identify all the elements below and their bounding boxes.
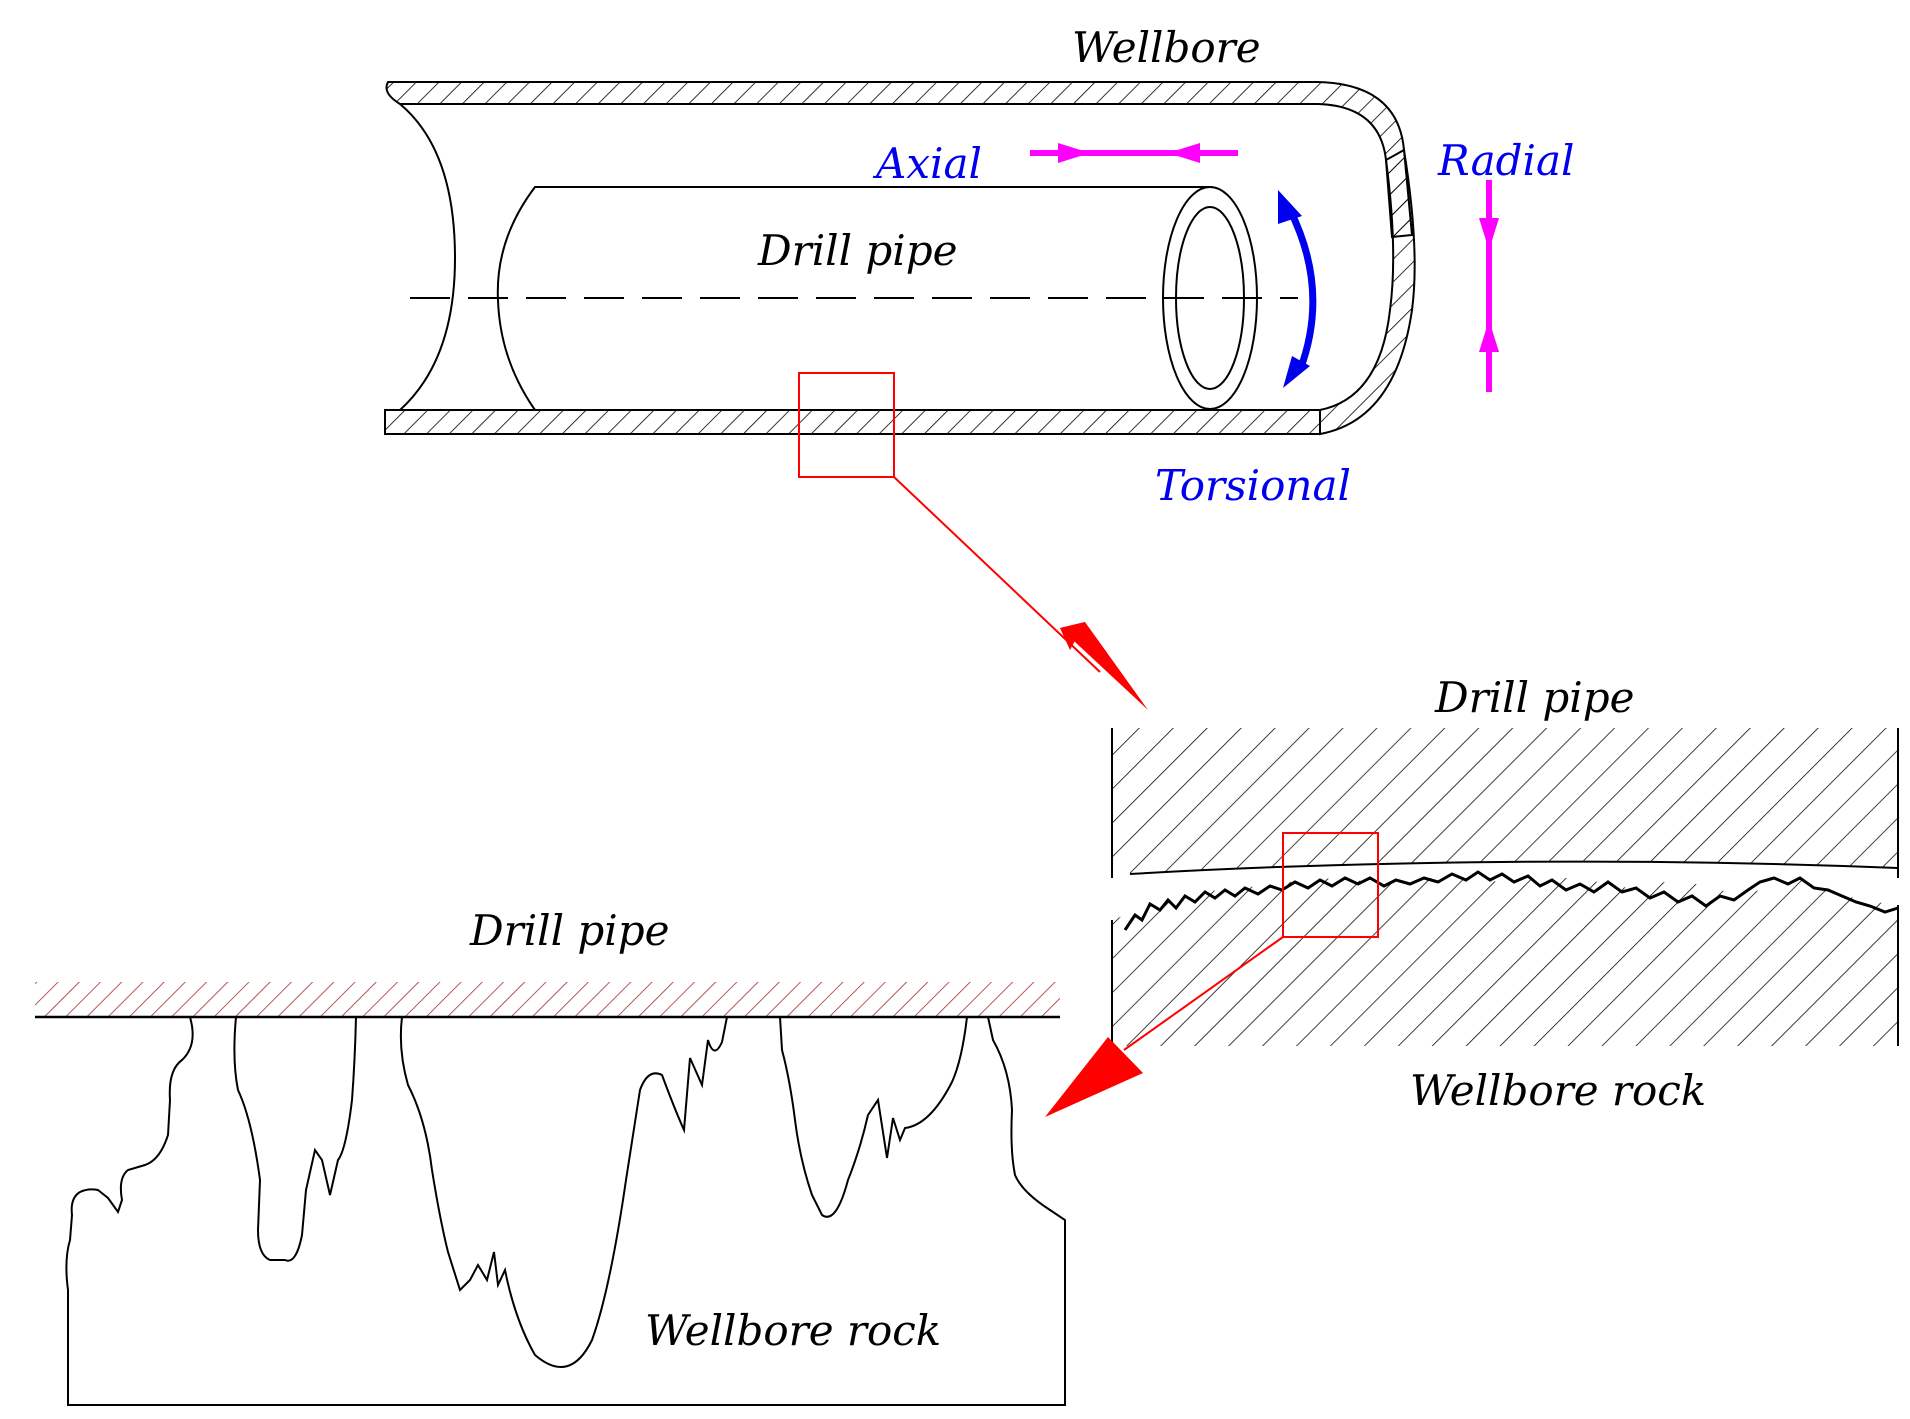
drill-pipe-label-mid: Drill pipe — [1434, 673, 1634, 722]
torsional-label: Torsional — [1155, 461, 1351, 510]
rock-surface-profile — [1123, 870, 1899, 931]
radial-label: Radial — [1437, 136, 1574, 185]
wellbore-rock-label-mid: Wellbore rock — [1410, 1066, 1706, 1115]
wellbore-top-wall — [385, 81, 1414, 239]
radial-arrow — [1479, 180, 1499, 392]
wellbore-label: Wellbore — [1072, 23, 1261, 72]
wellbore-opening — [399, 103, 457, 411]
wellbore-bottom-wall — [384, 409, 1321, 435]
drill-pipe-body — [496, 186, 1210, 411]
magnified-contact — [1111, 728, 1899, 1046]
wellbore-section — [384, 81, 1416, 436]
zoom-arrow-1 — [893, 476, 1148, 710]
wellbore-rock-profile — [65, 1016, 1066, 1406]
zoom-arrow-2 — [1045, 936, 1284, 1117]
asperity-detail — [35, 982, 1066, 1406]
zoom-box-2 — [1282, 832, 1379, 938]
wellbore-rock-label-bottom: Wellbore rock — [645, 1306, 941, 1355]
drill-pipe-label-bottom: Drill pipe — [469, 906, 669, 955]
drill-pipe — [410, 186, 1298, 411]
drill-pipe-hatch-strip — [35, 982, 1060, 1017]
zoom-box-1 — [798, 372, 895, 478]
drill-pipe-label-top: Drill pipe — [757, 226, 957, 275]
wellbore-right-bend — [1319, 148, 1416, 436]
axial-label: Axial — [872, 139, 982, 188]
pipe-surface-profile — [1129, 860, 1899, 875]
axial-arrow — [1030, 143, 1238, 163]
torsion-arrow — [1278, 190, 1317, 388]
